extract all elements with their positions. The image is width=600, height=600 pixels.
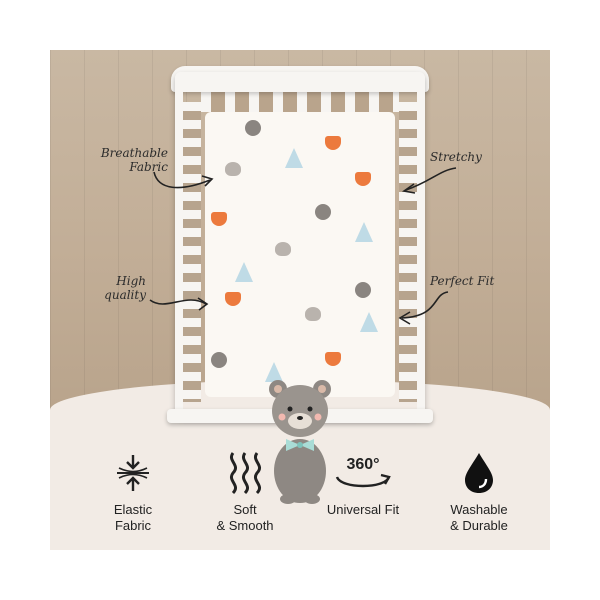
raccoon-motif [275,242,291,256]
feature-label-line1: Washable [450,502,508,517]
fox-motif [325,352,341,366]
crib-right-slats [399,102,421,402]
fox-motif [325,136,341,150]
rotate-360-icon [335,473,391,488]
wavy-fibers-icon [230,452,262,495]
feature-universal-fit: 360° Universal Fit [308,450,418,518]
feature-label-line2: & Smooth [216,518,274,534]
crib-left-slats [179,102,201,402]
feature-washable-durable: Washable & Durable [424,450,534,535]
feature-soft-smooth: Soft & Smooth [190,450,300,535]
patterned-sheet [205,112,395,397]
feature-label-line1: Elastic [113,502,153,517]
fox-motif [355,172,371,186]
callout-breathable-fabric: Breathable Fabric [100,146,168,175]
curved-arrow-icon [149,297,209,311]
bear-motif [355,282,371,298]
product-image: Breathable Fabric Stretchy High quality … [50,50,550,550]
crib [167,66,433,423]
crib-top-slats [201,90,399,112]
tree-motif [360,312,378,332]
feature-label-line2: & Durable [450,518,508,534]
crib-frame [175,72,425,417]
fox-motif [225,292,241,306]
callout-stretchy: Stretchy [430,150,482,164]
bear-mascot-icon [269,380,331,504]
rotate-360-badge: 360° [346,456,380,473]
feature-label-line1: Universal Fit [326,502,400,517]
water-drop-icon [465,453,493,493]
bear-motif [245,120,261,136]
curved-arrow-icon [398,291,449,325]
tree-motif [235,262,253,282]
feature-label-line2: Fabric [114,518,152,534]
callout-perfect-fit: Perfect Fit [430,274,495,288]
callout-high-quality: High quality [104,274,146,303]
bear-motif [211,352,227,368]
tree-motif [265,362,283,382]
bear-motif [315,204,331,220]
tree-motif [285,148,303,168]
curved-arrow-icon [153,171,214,189]
tree-motif [355,222,373,242]
fox-motif [211,212,227,226]
curved-arrow-icon [401,167,457,194]
feature-elastic-fabric: Elastic Fabric [78,450,188,535]
compress-arrows-icon [117,455,149,491]
raccoon-motif [305,307,321,321]
feature-label-line1: Soft [233,502,257,517]
raccoon-motif [225,162,241,176]
